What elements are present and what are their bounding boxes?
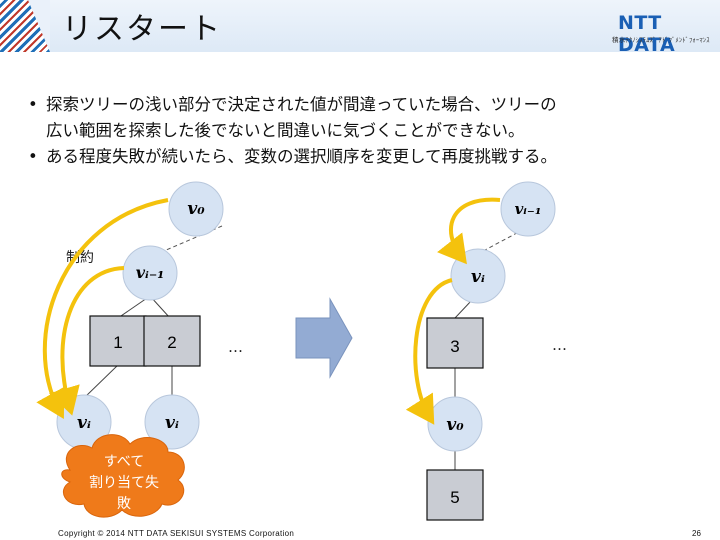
left-value-box-1 xyxy=(89,315,147,367)
right-root-node xyxy=(500,181,556,237)
corner-cut xyxy=(28,0,50,52)
right-child-label: v₀ xyxy=(446,415,464,435)
right-root-label: vᵢ₋₁ xyxy=(515,200,542,218)
company-logo: NTT DATA xyxy=(618,12,676,56)
left-edge-3 xyxy=(83,364,119,399)
failure-cloud xyxy=(61,434,185,518)
left-value-box-1-label: 1 xyxy=(113,333,122,352)
footer-copyright: Copyright © 2014 NTT DATA SEKISUI SYSTEM… xyxy=(58,529,295,538)
cloud-text-line-1: すべて xyxy=(104,454,144,470)
left-child-node-2 xyxy=(144,394,200,450)
left-root-node xyxy=(168,181,224,237)
bullet-2-text: ある程度失敗が続いたら、変数の選択順序を変更して再度挑戦する。 xyxy=(46,147,558,166)
left-parent-node xyxy=(122,245,178,301)
right-value-box-1-label: 3 xyxy=(450,337,459,356)
left-backjump-curve-outer xyxy=(36,198,169,419)
right-ellipsis: … xyxy=(552,336,567,354)
cloud-text-line-2: 割り当て失 xyxy=(89,474,159,491)
left-child-1-label: vᵢ xyxy=(77,413,91,433)
right-edge-1 xyxy=(454,299,473,319)
right-reorder-curve-upper xyxy=(437,197,501,265)
right-value-box-1 xyxy=(426,317,484,369)
slide-title: リスタート xyxy=(62,12,222,47)
bullet-1-line-2: 広い範囲を探索した後でないと間違いに気づくことができない。 xyxy=(46,121,525,140)
left-root-label: v₀ xyxy=(187,199,205,219)
right-value-box-2 xyxy=(426,469,484,521)
slide-header xyxy=(0,0,720,52)
left-backjump-curve-inner xyxy=(49,266,125,416)
right-parent-label: vᵢ xyxy=(471,267,485,287)
page-number: 26 xyxy=(692,529,701,538)
bullet-item-1: • 探索ツリーの浅い部分で決定された値が間違っていた場合、ツリーの xyxy=(28,92,708,118)
left-ellipsis: … xyxy=(228,338,243,356)
bullet-mark: • xyxy=(28,95,38,114)
cloud-text-line-3: 敗 xyxy=(117,496,131,512)
transition-arrow xyxy=(295,297,353,379)
right-reorder-curve-lower xyxy=(405,278,453,425)
company-logo-subtitle: 積水ﾃｸﾉｼｽﾃﾑｽﾞ ｱﾄﾞﾌﾞﾒﾝﾄﾞﾌｫｰﾏﾝｽ xyxy=(612,36,710,44)
bullet-item-2: • ある程度失敗が続いたら、変数の選択順序を変更して再度挑戦する。 xyxy=(28,144,708,170)
right-value-box-2-label: 5 xyxy=(450,488,459,507)
left-child-2-label: vᵢ xyxy=(165,413,179,433)
left-parent-label: vᵢ₋₁ xyxy=(136,263,165,282)
bullet-mark: • xyxy=(28,147,38,166)
left-value-box-2 xyxy=(143,315,201,367)
left-value-box-2-label: 2 xyxy=(167,333,176,352)
bullet-1-line-1: 探索ツリーの浅い部分で決定された値が間違っていた場合、ツリーの xyxy=(46,95,557,114)
bullet-list: • 探索ツリーの浅い部分で決定された値が間違っていた場合、ツリーの 広い範囲を探… xyxy=(28,92,708,170)
